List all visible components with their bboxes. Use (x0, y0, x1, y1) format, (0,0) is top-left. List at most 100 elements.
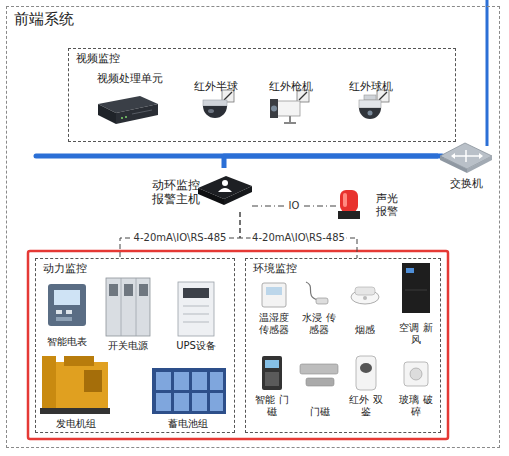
switch-icon (440, 143, 492, 169)
battery-bank-icon (152, 368, 226, 414)
access-controller-icon (262, 356, 282, 390)
bullet-camera-icon (289, 116, 291, 123)
group-box: 动力监控智能电表开关电源UPS设备发电机组蓄电池组 (35, 258, 235, 433)
group-box: 视频监控视频处理单元红外半球红外枪机红外球机 (68, 48, 456, 142)
smart-meter-icon (48, 284, 86, 326)
switch-icon (440, 143, 492, 173)
sensor-node: 空调 新风 (398, 262, 434, 346)
power-supply-icon (124, 284, 133, 296)
dome-camera-icon (224, 92, 232, 100)
sensor-node: 红外 双鉴 (347, 352, 385, 418)
switch-icon (465, 150, 467, 162)
device-label: 烟感 (346, 324, 384, 336)
ups-icon (178, 282, 214, 336)
ups-icon (178, 282, 214, 336)
device-label: 声光 报警 (376, 192, 402, 218)
smoke-detector-icon (351, 287, 379, 304)
dome-camera-icon (208, 109, 214, 113)
battery-bank-icon (156, 372, 171, 390)
sensor-node: 烟感 (346, 278, 384, 336)
alarm-host-icon (198, 176, 252, 205)
dvr-icon (121, 117, 123, 119)
device-label: UPS设备 (168, 340, 224, 352)
ups-icon (183, 322, 209, 323)
speed-dome-icon (379, 92, 387, 100)
door-contact-icon (300, 364, 338, 386)
sensor-node: 智能 门磁 (253, 352, 291, 418)
device-node: 智能电表 (44, 280, 90, 348)
dvr-icon (125, 116, 127, 118)
bullet-camera-icon (271, 106, 277, 112)
switch-icon (455, 155, 479, 157)
water-sensor-icon (306, 282, 328, 304)
strobe-siren-icon (338, 211, 360, 219)
device-label: 开关电源 (100, 340, 156, 352)
dvr-icon (98, 104, 116, 124)
access-controller-icon (265, 360, 279, 368)
group-title: 环境监控 (253, 262, 297, 275)
battery-bank-icon (152, 368, 226, 414)
device-label: 视频处理单元 (88, 72, 172, 85)
switch-icon (440, 156, 467, 173)
device-label: 交换机 (438, 177, 494, 190)
switch-icon (451, 153, 455, 159)
device-label: 智能 门磁 (253, 394, 291, 418)
strobe-siren-icon (343, 193, 347, 207)
glass-break-icon (404, 362, 428, 386)
humidity-sensor-icon (262, 283, 286, 307)
ups-icon (183, 314, 209, 315)
power-supply-icon (106, 278, 150, 336)
generator-icon (40, 356, 110, 414)
strobe-siren-icon (338, 190, 360, 219)
network-bus (36, 156, 442, 157)
device-node: UPS设备 (168, 276, 224, 352)
power-supply-icon (109, 284, 118, 296)
access-controller-icon (265, 372, 279, 386)
bullet-camera-icon (270, 90, 309, 123)
bullet-camera-icon (284, 122, 296, 124)
water-sensor-icon (306, 282, 318, 300)
bullet-camera-icon (299, 92, 307, 100)
battery-bank-icon (192, 372, 207, 390)
group-title: 前端系统 (14, 10, 74, 28)
door-contact-icon (306, 378, 334, 386)
device-label: 红外球机 (340, 80, 402, 93)
glass-break-icon (410, 368, 422, 380)
generator-icon (64, 356, 94, 366)
device-label: 动环监控 报警主机 (152, 178, 204, 207)
device-node: 视频处理单元 (88, 72, 172, 130)
speed-dome-icon (359, 90, 389, 119)
dvr-icon (98, 96, 158, 124)
air-unit-icon (405, 290, 427, 291)
dvr-icon (116, 104, 158, 124)
device-label: 空调 新风 (398, 322, 434, 346)
speed-dome-icon (359, 100, 381, 108)
dual-tech-detector-icon (360, 363, 372, 373)
uplink-wire (486, 0, 489, 146)
battery-bank-icon (192, 393, 207, 411)
device-node: 开关电源 (100, 276, 156, 352)
glass-break-icon (404, 362, 428, 386)
device-node: 蓄电池组 (148, 360, 228, 430)
air-unit-icon (406, 268, 414, 273)
switch-icon (479, 153, 483, 159)
field-device-frame (28, 251, 448, 439)
strobe-siren-icon (340, 190, 358, 212)
switch-node: 交换机 (438, 138, 494, 190)
alarm-host-icon (222, 180, 228, 186)
smart-meter-icon (48, 284, 86, 326)
group-title: 视频监控 (76, 52, 120, 65)
dome-camera-icon (203, 90, 234, 118)
smart-meter-icon (56, 317, 72, 321)
generator-icon (40, 408, 110, 414)
dvr-icon (132, 110, 152, 114)
siren-node: 声光 报警 (336, 186, 402, 222)
device-label: 蓄电池组 (148, 418, 228, 430)
edge-label: 4-20mA\IO\RS-485 (250, 232, 347, 244)
group-title: 动力监控 (43, 262, 87, 275)
power-supply-icon (121, 278, 122, 336)
ups-icon (183, 306, 209, 307)
dual-tech-detector-icon (356, 356, 376, 390)
